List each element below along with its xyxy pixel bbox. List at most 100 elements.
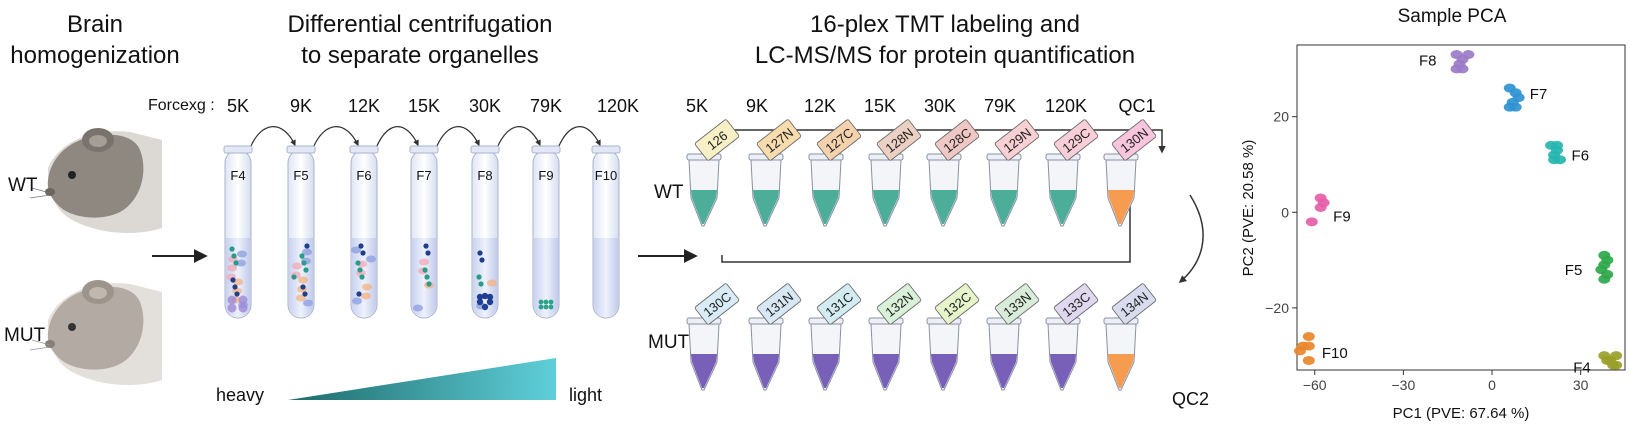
force-label-5K: 5K: [227, 96, 249, 116]
pca-point-F7: [1503, 102, 1516, 112]
step-arrow-6: [557, 126, 601, 149]
y-tick-label: 0: [1281, 204, 1289, 220]
centrifuge-tube-F7: F7: [409, 145, 439, 319]
pca-point-F8: [1456, 64, 1469, 74]
pca-plot-frame: [1296, 44, 1626, 371]
mut-tube-133N: 133N: [986, 283, 1040, 391]
centrifuge-tube-F10: F10: [591, 145, 621, 319]
wt-tube-129N: 129N: [986, 119, 1040, 227]
step-arrow-1: [249, 126, 296, 149]
wt-mouse-label: WT: [8, 175, 38, 196]
mut-tube-130C: 130C: [686, 283, 740, 391]
tmt-column-120K: 120K: [1045, 96, 1087, 116]
pca-x-axis-label: PC1 (PVE: 67.64 %): [1393, 405, 1530, 422]
brain-title-line1: Brain: [67, 11, 123, 38]
pca-series-label-F7: F7: [1530, 86, 1548, 103]
fraction-label-F6: F6: [356, 168, 371, 183]
pca-point-F9: [1314, 203, 1327, 212]
pca-point-F10: [1293, 346, 1306, 356]
pca-point-F10: [1302, 341, 1315, 351]
fraction-label-F9: F9: [538, 168, 553, 183]
force-label-15K: 15K: [408, 96, 440, 116]
tmt-section: 16-plex TMT labeling and LC-MS/MS for pr…: [648, 11, 1209, 409]
pca-point-F7: [1512, 93, 1525, 103]
gradient-heavy-label: heavy: [216, 385, 264, 405]
fraction-label-F10: F10: [595, 168, 617, 183]
pca-y-axis-label: PC2 (PVE: 20.58 %): [1240, 140, 1257, 277]
pca-series-label-F4: F4: [1573, 359, 1591, 376]
x-tick-label: −60: [1303, 377, 1327, 393]
mut-mouse-label: MUT: [4, 325, 46, 346]
step-arrow-5: [496, 126, 541, 149]
tmt-column-15K: 15K: [864, 96, 896, 116]
force-labels: 5K 9K 12K 15K 30K 79K 120K: [227, 96, 639, 116]
mut-tube-132C: 132C: [926, 283, 980, 391]
centrifugation-title-line2: to separate organelles: [301, 42, 539, 69]
centrifuge-step-arrows: [249, 126, 601, 149]
centrifuge-tube-F5: F5: [286, 145, 316, 319]
density-gradient-wedge: [288, 358, 556, 400]
pca-point-F8: [1462, 50, 1475, 60]
mut-tube-131C: 131C: [808, 283, 862, 391]
step-arrow-2: [312, 126, 359, 149]
wt-row-label: WT: [654, 182, 684, 203]
force-label-9K: 9K: [290, 96, 312, 116]
tmt-column-9K: 9K: [746, 96, 768, 116]
step-arrow-4: [435, 126, 480, 149]
wt-tube-128C: 128C: [926, 119, 980, 227]
centrifuge-tubes: F4 F5 F6 F7 F8 F9 F10: [223, 145, 621, 319]
tmt-title-line2: LC-MS/MS for protein quantification: [755, 42, 1135, 69]
pca-title: Sample PCA: [1398, 6, 1507, 27]
pca-point-F4: [1601, 355, 1614, 365]
pca-series-label-F9: F9: [1333, 209, 1351, 226]
centrifugation-section: Differential centrifugation to separate …: [148, 11, 698, 405]
pca-series-label-F8: F8: [1419, 53, 1437, 70]
pca-point-F4: [1610, 360, 1623, 370]
pca-points: [1293, 50, 1623, 370]
force-label-30K: 30K: [469, 96, 501, 116]
mut-mouse-icon: [29, 280, 162, 386]
force-label-12K: 12K: [348, 96, 380, 116]
centrifuge-tube-F6: F6: [349, 145, 379, 319]
x-tick-label: 30: [1573, 377, 1589, 393]
force-label: Forcexg :: [148, 97, 215, 114]
fraction-label-F7: F7: [416, 168, 431, 183]
pca-series-label-F5: F5: [1565, 262, 1583, 279]
force-label-79K: 79K: [530, 96, 562, 116]
pca-point-F10: [1302, 355, 1315, 365]
mut-tube-134N: 134N: [1103, 283, 1157, 391]
wt-mouse-icon: [29, 128, 162, 234]
wt-tube-127N: 127N: [748, 119, 802, 227]
centrifuge-tube-F9: F9: [531, 145, 561, 319]
mut-row-label: MUT: [648, 332, 690, 353]
force-label-120K: 120K: [597, 96, 639, 116]
centrifuge-tube-F4: F4: [223, 145, 253, 319]
brain-title-line2: homogenization: [10, 42, 179, 69]
fraction-label-F5: F5: [293, 168, 308, 183]
qc2-label: QC2: [1172, 389, 1209, 409]
pca-point-F4: [1610, 351, 1623, 361]
y-tick-label: 20: [1273, 109, 1289, 125]
fraction-label-F8: F8: [477, 168, 492, 183]
wt-tube-129C: 129C: [1045, 119, 1099, 227]
fraction-label-F4: F4: [230, 168, 245, 183]
tmt-column-QC1: QC1: [1118, 96, 1155, 116]
pca-point-F5: [1598, 274, 1611, 284]
centrifuge-tube-F8: F8: [470, 145, 500, 319]
x-tick-label: 0: [1488, 377, 1496, 393]
brain-section: Brain homogenization WT MUT: [4, 11, 208, 386]
pca-point-F10: [1302, 332, 1315, 342]
wt-tube-128N: 128N: [868, 119, 922, 227]
mut-tube-132N: 132N: [868, 283, 922, 391]
wt-tube-127C: 127C: [808, 119, 862, 227]
qc-pool-arrow: [1178, 194, 1204, 283]
centrifugation-title-line1: Differential centrifugation: [287, 11, 552, 38]
pca-point-F5: [1601, 255, 1614, 265]
tmt-column-30K: 30K: [924, 96, 956, 116]
tmt-column-12K: 12K: [804, 96, 836, 116]
